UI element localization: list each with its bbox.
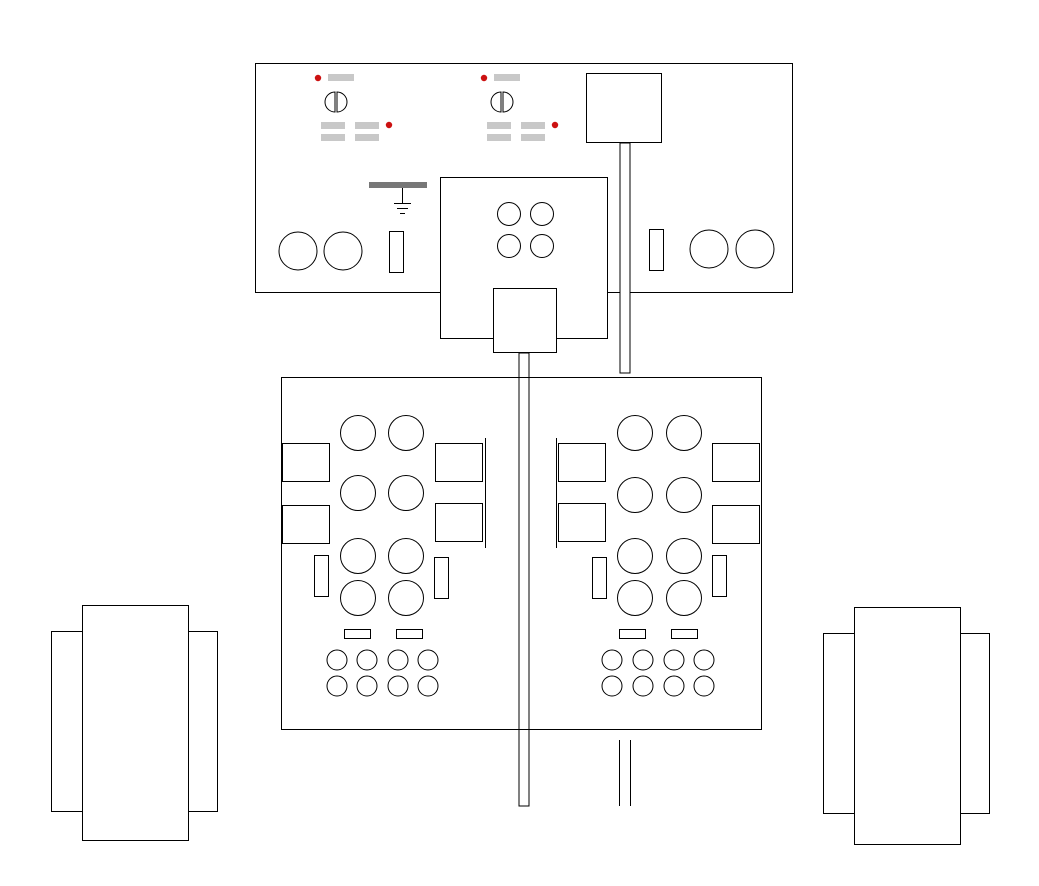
- supply-capacitor: [530, 234, 554, 258]
- indicator-label-bar: [321, 134, 345, 141]
- transformer-side-flange: [823, 633, 856, 814]
- output-capacitor: [340, 580, 376, 616]
- indicator-label-bar: [355, 122, 379, 129]
- output-capacitor: [666, 415, 702, 451]
- left-control-group: [314, 74, 393, 141]
- output-capacitor: [388, 538, 424, 574]
- ground-symbol-icon: [369, 182, 427, 214]
- rca-jack-icon: [326, 675, 348, 697]
- transformer-core: [854, 607, 961, 845]
- output-capacitor: [617, 477, 653, 513]
- power-cable-right: [619, 142, 631, 374]
- indicator-label-bar: [321, 122, 345, 129]
- rca-jack-icon: [693, 649, 715, 671]
- output-capacitor: [388, 580, 424, 616]
- rca-jack-icon: [356, 649, 378, 671]
- output-capacitor: [666, 580, 702, 616]
- small-component: [344, 629, 371, 639]
- output-capacitor: [666, 538, 702, 574]
- output-capacitor: [388, 415, 424, 451]
- rca-jack-icon: [601, 649, 623, 671]
- resistor-block: [592, 557, 607, 599]
- transformer-side-flange: [188, 631, 218, 812]
- indicator-label-bar: [494, 74, 520, 81]
- red-led-icon: [551, 121, 559, 129]
- red-led-icon: [314, 74, 322, 82]
- left-transformer: [51, 605, 218, 841]
- amp-boards-chassis: [281, 377, 762, 730]
- right-amp-board: [556, 415, 760, 697]
- resistor-block: [712, 555, 727, 597]
- heatsink-module: [558, 443, 606, 482]
- output-capacitor: [617, 580, 653, 616]
- output-capacitor: [340, 475, 376, 511]
- heatsink-module: [558, 503, 606, 542]
- supply-capacitor: [530, 202, 554, 226]
- output-capacitor: [617, 415, 653, 451]
- indicator-label-bar: [521, 134, 545, 141]
- power-cable-center: [518, 352, 530, 807]
- output-capacitor: [666, 477, 702, 513]
- rca-jack-icon: [356, 675, 378, 697]
- rca-jack-icon: [417, 649, 439, 671]
- left-amp-board: [282, 415, 486, 697]
- transformer-side-flange: [959, 633, 990, 814]
- output-capacitor: [388, 475, 424, 511]
- output-capacitor: [617, 538, 653, 574]
- filter-capacitor: [689, 229, 729, 269]
- power-switch-box: [586, 73, 662, 143]
- transformer-side-flange: [51, 631, 84, 812]
- indicator-label-bar: [355, 134, 379, 141]
- heatsink-module: [282, 443, 330, 482]
- filter-capacitor: [323, 231, 363, 271]
- red-led-icon: [385, 121, 393, 129]
- rca-jack-icon: [601, 675, 623, 697]
- indicator-label-bar: [487, 134, 511, 141]
- heatsink-module: [282, 505, 330, 544]
- heatsink-module: [712, 443, 760, 482]
- small-component: [619, 629, 646, 639]
- resistor-block: [434, 557, 449, 599]
- heatsink-module: [712, 505, 760, 544]
- indicator-label-bar: [328, 74, 354, 81]
- small-component: [671, 629, 698, 639]
- dual-rca-jack-icon: [324, 91, 348, 113]
- output-capacitor: [340, 538, 376, 574]
- amp-boards-outline: [281, 377, 762, 730]
- indicator-label-bar: [487, 122, 511, 129]
- filter-capacitor: [735, 229, 775, 269]
- rca-jack-icon: [693, 675, 715, 697]
- indicator-label-bar: [521, 122, 545, 129]
- supply-capacitor: [497, 202, 521, 226]
- rca-jack-icon: [663, 675, 685, 697]
- rectifier-block: [493, 288, 557, 353]
- dual-rca-jack-icon: [490, 91, 514, 113]
- supply-capacitor: [497, 234, 521, 258]
- rca-jack-icon: [663, 649, 685, 671]
- rca-jack-icon: [632, 649, 654, 671]
- output-cable-stub: [619, 740, 631, 806]
- right-transformer: [823, 607, 990, 845]
- transformer-core: [82, 605, 189, 841]
- filter-capacitor: [278, 231, 318, 271]
- rca-jack-icon: [326, 649, 348, 671]
- rca-jack-icon: [417, 675, 439, 697]
- rca-jack-icon: [387, 675, 409, 697]
- right-control-group: [480, 74, 559, 141]
- heatsink-module: [435, 503, 483, 542]
- output-capacitor: [340, 415, 376, 451]
- heatsink-module: [435, 443, 483, 482]
- rca-jack-icon: [632, 675, 654, 697]
- small-component: [396, 629, 423, 639]
- resistor-block: [649, 229, 664, 271]
- rca-jack-icon: [387, 649, 409, 671]
- power-supply-subpanel: [440, 177, 608, 353]
- resistor-block: [314, 555, 329, 597]
- red-led-icon: [480, 74, 488, 82]
- resistor-block: [389, 231, 404, 273]
